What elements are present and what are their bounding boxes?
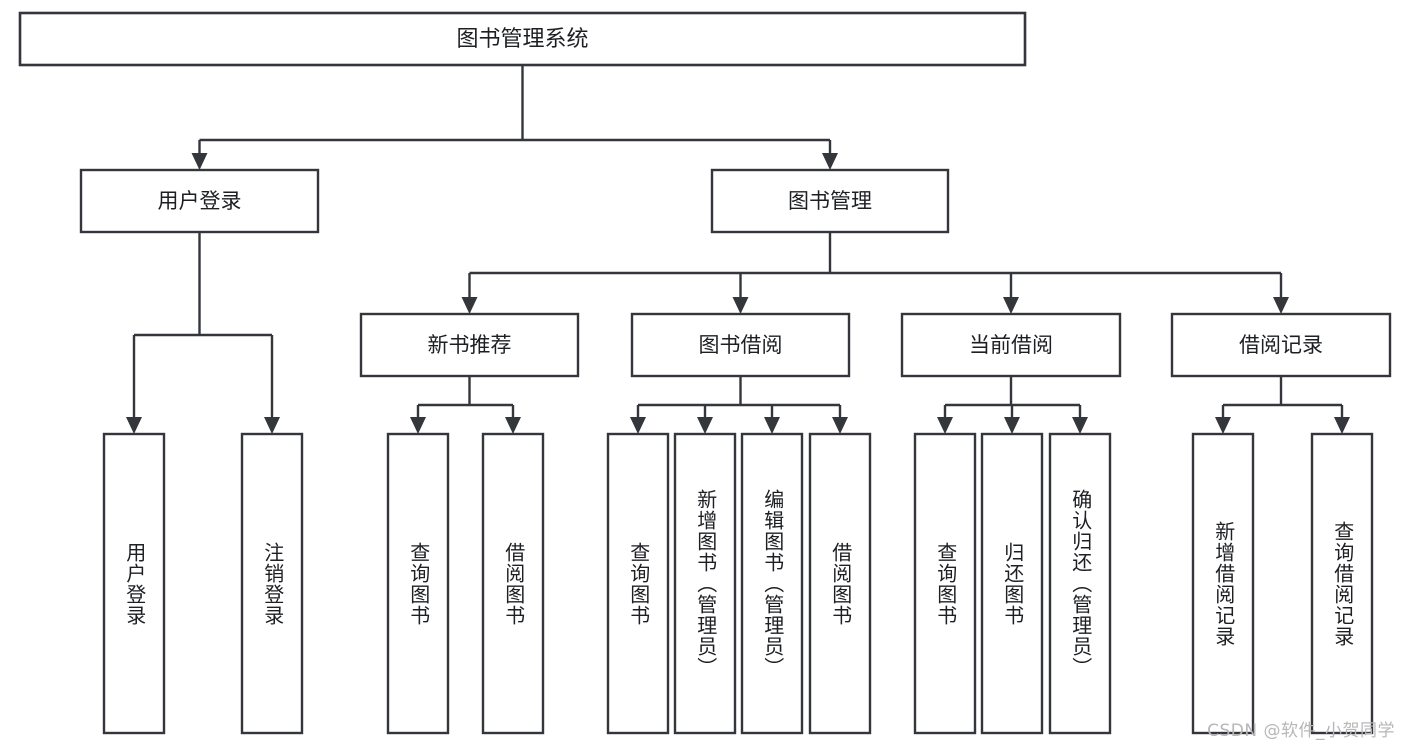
arrow-head-icon — [191, 153, 208, 170]
node-box-new-book-rec[interactable] — [359, 312, 580, 378]
node-box-leaf-rec-find[interactable] — [1310, 432, 1374, 735]
arrow-head-icon — [126, 417, 142, 434]
node-label-current-borrow: 当前借阅 — [969, 333, 1053, 357]
arrow-head-icon — [822, 153, 838, 170]
node-label-book-borrow: 图书借阅 — [699, 333, 783, 357]
node-box-layer — [18, 11, 1392, 735]
node-label-root: 图书管理系统 — [456, 27, 588, 52]
arrow-head-icon — [764, 417, 780, 434]
node-box-leaf-rec-add[interactable] — [1191, 432, 1255, 735]
node-box-user-login[interactable] — [79, 168, 320, 234]
arrow-head-icon — [1003, 297, 1019, 314]
arrow-head-icon — [461, 297, 478, 314]
watermark-text: CSDN @软件_小贺同学 — [1207, 721, 1395, 741]
arrow-head-icon — [630, 417, 646, 434]
arrow-head-icon — [1215, 417, 1231, 434]
node-box-leaf-cur-confirm[interactable] — [1048, 432, 1112, 735]
arrow-head-icon — [832, 417, 848, 434]
node-box-leaf-cur-return[interactable] — [980, 432, 1044, 735]
node-box-leaf-user-logout[interactable] — [240, 432, 304, 735]
arrow-head-icon — [1004, 417, 1020, 434]
node-box-borrow-record[interactable] — [1170, 312, 1392, 378]
node-label-new-book-rec: 新书推荐 — [428, 333, 512, 357]
node-box-book-manage[interactable] — [710, 168, 950, 234]
arrow-head-icon — [732, 297, 749, 314]
node-label-user-login: 用户登录 — [158, 189, 242, 213]
connector-layer — [126, 65, 1350, 434]
node-box-leaf-borrow-lend[interactable] — [808, 432, 872, 735]
node-box-leaf-rec-query[interactable] — [386, 432, 450, 735]
node-box-leaf-borrow-query[interactable] — [606, 432, 670, 735]
node-box-book-borrow[interactable] — [630, 312, 851, 378]
arrow-head-icon — [1334, 417, 1350, 434]
node-box-current-borrow[interactable] — [900, 312, 1122, 378]
node-box-leaf-cur-query[interactable] — [913, 432, 977, 735]
arrow-head-icon — [264, 417, 280, 434]
arrow-head-icon — [937, 417, 953, 434]
node-label-borrow-record: 借阅记录 — [1239, 333, 1323, 357]
node-box-leaf-borrow-edit[interactable] — [740, 432, 804, 735]
arrow-head-icon — [1072, 417, 1088, 434]
node-box-root[interactable] — [18, 11, 1027, 67]
node-box-leaf-user-login[interactable] — [102, 432, 166, 735]
arrow-head-icon — [1273, 297, 1289, 314]
arrow-head-icon — [410, 417, 426, 434]
node-box-leaf-rec-borrow[interactable] — [481, 432, 545, 735]
node-label-book-manage: 图书管理 — [788, 189, 872, 213]
arrow-head-icon — [505, 417, 521, 434]
arrow-head-icon — [697, 417, 713, 434]
node-box-leaf-borrow-add[interactable] — [673, 432, 737, 735]
